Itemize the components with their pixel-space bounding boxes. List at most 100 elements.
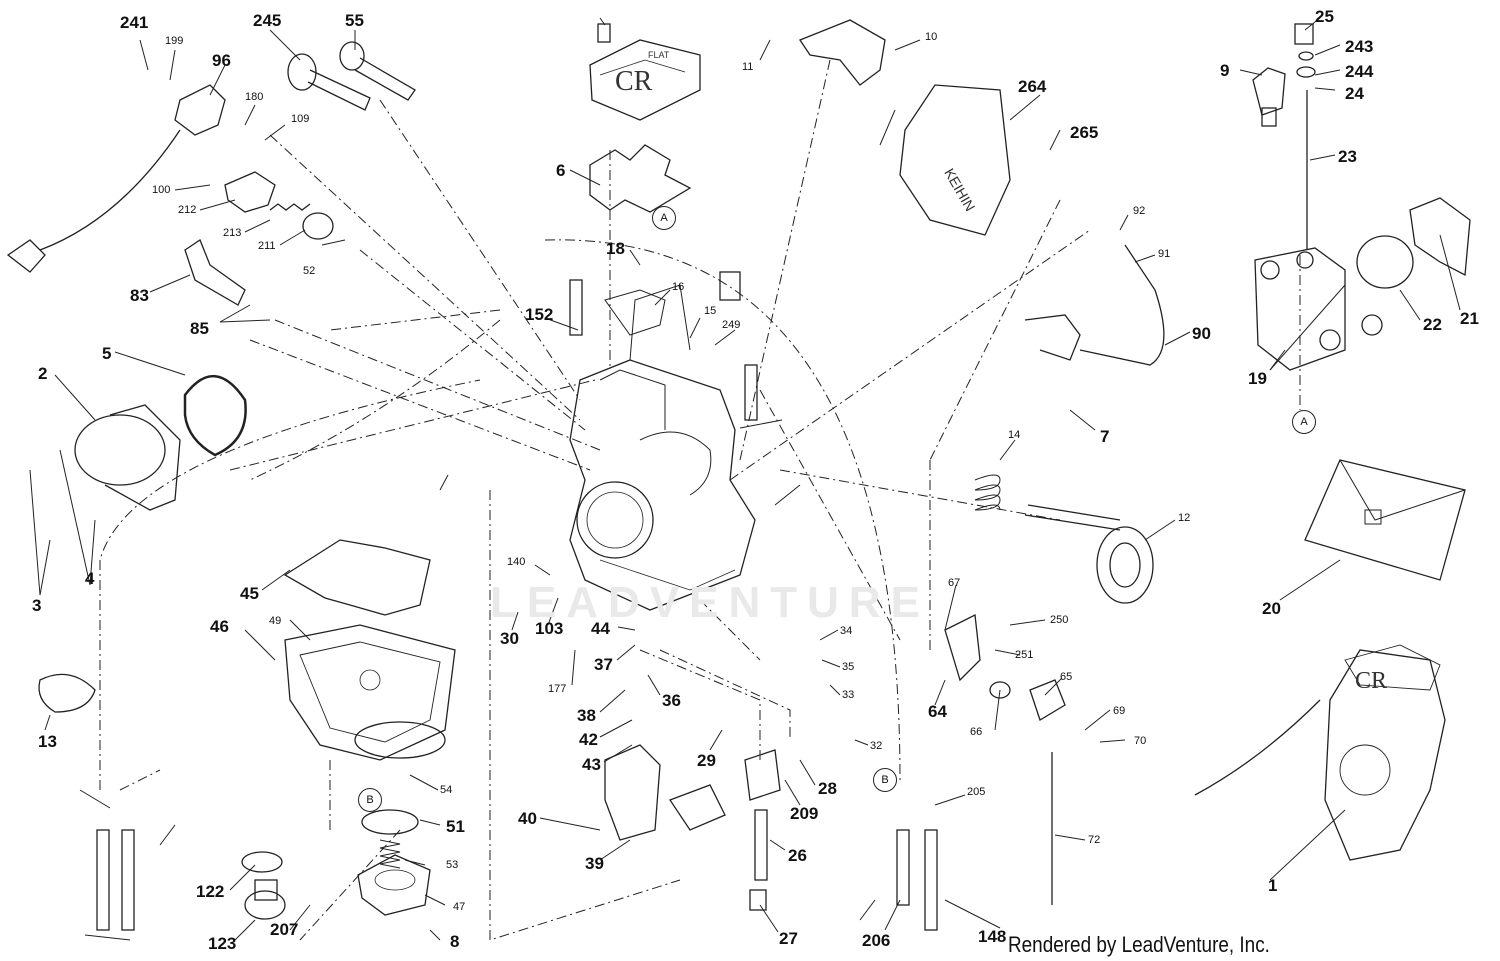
callout-label: 70 bbox=[1134, 735, 1147, 747]
jet-26 bbox=[754, 809, 768, 881]
reference-marker-b: B bbox=[873, 768, 897, 792]
callout-label: 64 bbox=[928, 702, 947, 721]
callout-label: 38 bbox=[577, 706, 596, 725]
reference-marker-a: A bbox=[652, 206, 676, 230]
screw-55 bbox=[339, 41, 416, 101]
callout-label: 180 bbox=[245, 91, 264, 103]
plate-21 bbox=[1409, 197, 1471, 277]
reference-marker-a: A bbox=[1292, 410, 1316, 434]
callout-label: 33 bbox=[842, 689, 855, 701]
callout-label: 44 bbox=[591, 619, 610, 638]
spring-53 bbox=[379, 839, 401, 869]
callout-label: 148 bbox=[978, 927, 1007, 946]
seal-ring-5 bbox=[183, 375, 247, 457]
oring-22 bbox=[1356, 235, 1414, 289]
callout-label: 212 bbox=[178, 204, 197, 216]
callout-label: 47 bbox=[453, 901, 466, 913]
callout-label: 54 bbox=[440, 784, 453, 796]
footer-credit: Rendered by LeadVenture, Inc. bbox=[1008, 932, 1270, 957]
callout-label: 23 bbox=[1338, 147, 1357, 166]
callout-label: 152 bbox=[525, 305, 554, 324]
callout-label: 213 bbox=[223, 227, 242, 239]
clip-13 bbox=[38, 673, 96, 713]
callout-label: 206 bbox=[862, 931, 891, 950]
callout-label: 11 bbox=[742, 61, 754, 73]
cover-gasket bbox=[589, 144, 692, 213]
callout-label: 21 bbox=[1460, 309, 1479, 328]
callout-label: 24 bbox=[1345, 84, 1364, 103]
callout-label: 36 bbox=[662, 691, 681, 710]
throttle-sensor-96 bbox=[6, 84, 226, 273]
assembled-carb: CR bbox=[1194, 644, 1446, 861]
callout-label: 83 bbox=[130, 286, 149, 305]
callout-label: 69 bbox=[1113, 705, 1126, 717]
callout-label: 9 bbox=[1220, 61, 1230, 80]
adjuster-245 bbox=[287, 53, 371, 111]
callout-label: 35 bbox=[842, 661, 855, 673]
callout-label: 10 bbox=[925, 31, 938, 43]
callout-label: 52 bbox=[303, 265, 316, 277]
float-39 bbox=[604, 744, 661, 841]
intake-duct-2 bbox=[74, 404, 181, 511]
jet-27 bbox=[749, 889, 767, 911]
callout-label: 32 bbox=[870, 740, 883, 752]
callout-label: 66 bbox=[970, 726, 983, 738]
callout-label: 140 bbox=[507, 556, 526, 568]
throttle-shaft-12 bbox=[1024, 504, 1154, 604]
callout-label: 25 bbox=[1315, 7, 1334, 26]
callout-label: 20 bbox=[1262, 599, 1281, 618]
svg-text:FLAT: FLAT bbox=[648, 50, 670, 60]
callout-label: 19 bbox=[1248, 369, 1267, 388]
plug-123 bbox=[244, 879, 286, 920]
callout-label: 27 bbox=[779, 929, 798, 948]
callout-label: 250 bbox=[1050, 614, 1069, 626]
callout-label: 72 bbox=[1088, 834, 1101, 846]
callout-label: 15 bbox=[704, 305, 717, 317]
callout-label: 85 bbox=[190, 319, 209, 338]
callout-label: 16 bbox=[672, 281, 685, 293]
callout-label: 265 bbox=[1070, 123, 1099, 142]
guide-lines bbox=[99, 59, 1301, 941]
callout-label: 199 bbox=[165, 35, 184, 47]
callout-label: 53 bbox=[446, 859, 459, 871]
callout-label: 207 bbox=[270, 920, 299, 939]
svg-text:CR: CR bbox=[615, 66, 653, 97]
cover-212 bbox=[224, 171, 276, 213]
hot-start-cable-90 bbox=[1024, 244, 1165, 366]
lever-65 bbox=[1029, 679, 1066, 721]
callout-label: 39 bbox=[585, 854, 604, 873]
top-cover: CR FLAT bbox=[589, 23, 701, 121]
callout-label: 245 bbox=[253, 11, 282, 30]
diaphragm-51 bbox=[361, 809, 419, 835]
callout-label: 42 bbox=[579, 730, 598, 749]
callout-label: 3 bbox=[32, 596, 42, 615]
callout-label: 29 bbox=[697, 751, 716, 770]
callout-label: 243 bbox=[1345, 37, 1374, 56]
cover-264: KEIHIN bbox=[899, 84, 1011, 236]
fitting-83 bbox=[184, 239, 246, 306]
callout-label: 122 bbox=[196, 882, 225, 901]
callout-label: 251 bbox=[1015, 649, 1034, 661]
callout-label: 26 bbox=[788, 846, 807, 865]
callout-label: 12 bbox=[1178, 512, 1191, 524]
oring-122 bbox=[241, 851, 283, 873]
callout-label: 211 bbox=[258, 240, 276, 252]
roller-disc bbox=[1361, 314, 1383, 336]
callout-label: 241 bbox=[120, 13, 149, 32]
callout-label: 109 bbox=[291, 113, 310, 125]
callout-label: 2 bbox=[38, 364, 48, 383]
lever-64 bbox=[944, 614, 981, 682]
callout-label: 6 bbox=[556, 161, 566, 180]
callout-label: 30 bbox=[500, 629, 519, 648]
callout-label: 209 bbox=[790, 804, 819, 823]
callout-label: 244 bbox=[1345, 62, 1374, 81]
callout-label: 123 bbox=[208, 934, 237, 953]
svg-text:CR: CR bbox=[1355, 668, 1387, 694]
callout-label: 92 bbox=[1133, 205, 1146, 217]
callout-label: 4 bbox=[85, 569, 95, 588]
callout-label: 45 bbox=[240, 584, 259, 603]
callout-label: 40 bbox=[518, 809, 537, 828]
spring-213 bbox=[269, 203, 311, 211]
leader-lines bbox=[29, 17, 1461, 941]
